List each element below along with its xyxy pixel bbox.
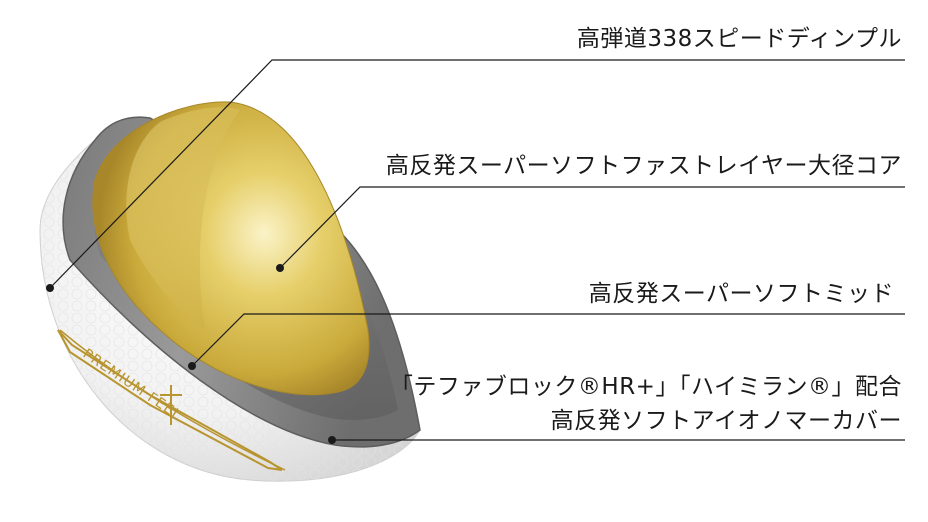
leader-dots xyxy=(46,264,336,444)
label-core-text: 高反発スーパーソフトファストレイヤー大径コア xyxy=(385,153,902,179)
label-core: 高反発スーパーソフトファストレイヤー大径コア xyxy=(386,151,902,181)
label-cover-line2: 高反発ソフトアイオノマーカバー xyxy=(550,408,902,434)
label-dimple: 高弾道338スピードディンプル xyxy=(577,24,902,54)
label-mid-text: 高反発スーパーソフトミッド xyxy=(588,281,894,307)
label-cover-line1: 「テファブロック®HR+」「ハイミラン®」配合 xyxy=(389,374,902,400)
dot-dimple xyxy=(46,284,54,292)
label-mid: 高反発スーパーソフトミッド xyxy=(589,279,894,309)
leader-mid xyxy=(191,313,905,367)
dot-mid xyxy=(188,362,196,370)
core-layer xyxy=(92,101,370,396)
leader-dimple xyxy=(49,59,905,289)
dot-cover xyxy=(328,436,336,444)
label-cover: 「テファブロック®HR+」「ハイミラン®」配合 高反発ソフトアイオノマーカバー xyxy=(390,372,902,436)
leader-lines xyxy=(49,59,905,441)
leader-core xyxy=(279,186,905,269)
dot-core xyxy=(276,264,284,272)
label-dimple-text: 高弾道338スピードディンプル xyxy=(576,26,902,52)
